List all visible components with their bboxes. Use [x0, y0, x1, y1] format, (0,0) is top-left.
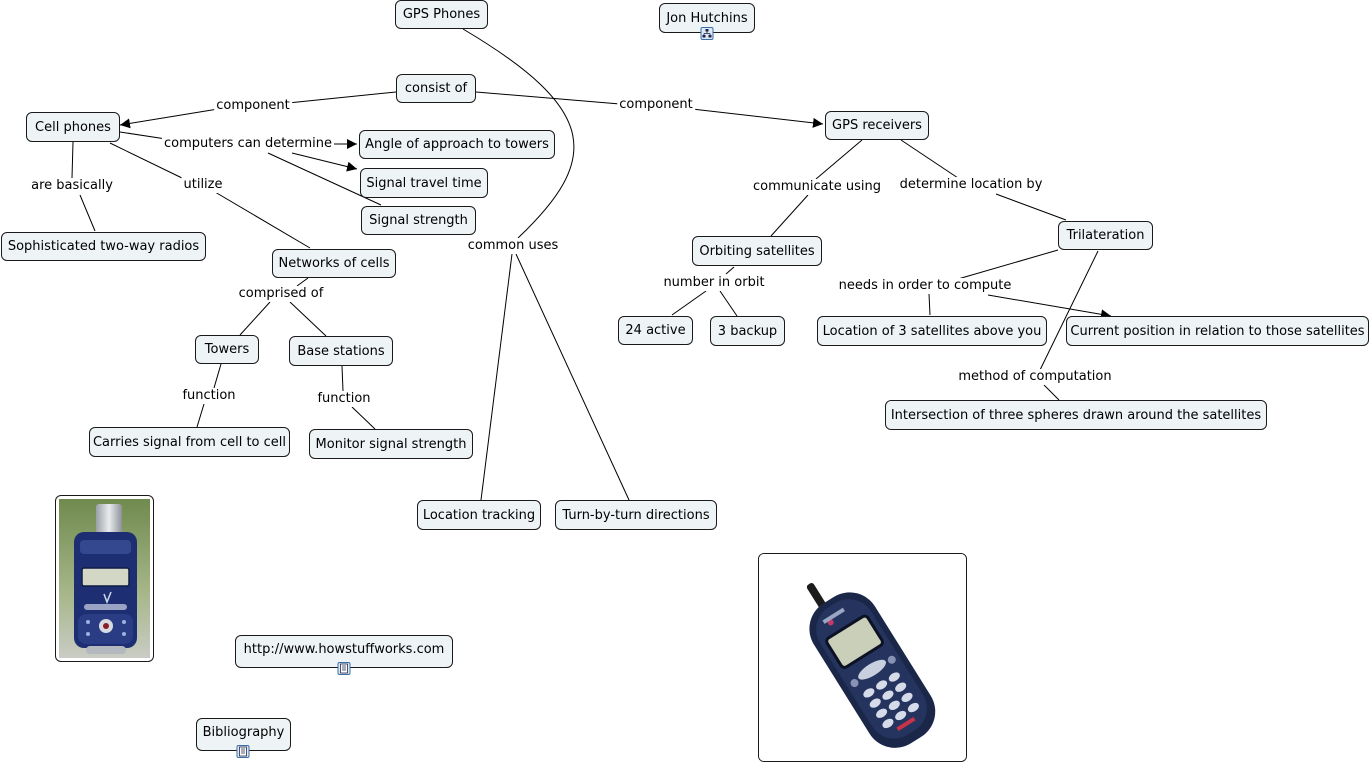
concept-24-active[interactable]: 24 active: [618, 316, 693, 345]
concept-location-tracking[interactable]: Location tracking: [417, 500, 541, 530]
link-line: [214, 191, 311, 249]
link-line: [475, 91, 621, 105]
link-arrow: [691, 108, 824, 128]
link-label-function: function: [180, 388, 238, 404]
concept-cell-phones[interactable]: Cell phones: [26, 112, 120, 142]
link-line: [287, 91, 397, 104]
concept-gps-receivers[interactable]: GPS receivers: [825, 111, 929, 140]
web-page-icon[interactable]: [337, 662, 351, 675]
link-label-needs-in-order-to-compute: needs in order to compute: [836, 278, 1014, 294]
concept-angle-of-approach[interactable]: Angle of approach to towers: [359, 130, 555, 159]
concept-networks-of-cells[interactable]: Networks of cells: [272, 249, 396, 278]
link-line: [957, 249, 1059, 280]
link-line: [725, 266, 735, 275]
concept-towers[interactable]: Towers: [195, 335, 259, 364]
link-label-communicate-using: communicate using: [751, 179, 883, 195]
link-line: [770, 194, 809, 237]
link-label-determine-location-by: determine location by: [897, 177, 1045, 193]
link-arrow: [291, 152, 358, 172]
link-line: [995, 193, 1067, 221]
nokia-phone-picture: [759, 554, 966, 761]
link-arrow: [119, 108, 219, 129]
link-label-are-basically: are basically: [29, 178, 115, 194]
link-label-common-uses: common uses: [465, 238, 561, 254]
concept-jon-hutchins[interactable]: Jon Hutchins: [659, 3, 755, 33]
link-label-method-of-computation: method of computation: [956, 369, 1114, 385]
concept-consist-of[interactable]: consist of: [396, 74, 476, 103]
link-line: [900, 139, 959, 179]
link-line: [515, 253, 630, 501]
link-line: [341, 365, 344, 392]
link-arrow: [987, 294, 1112, 320]
concept-carries-signal[interactable]: Carries signal from cell to cell: [89, 427, 290, 457]
concept-map-icon[interactable]: [700, 27, 714, 40]
concept-current-position[interactable]: Current position in relation to those sa…: [1066, 316, 1369, 346]
concept-signal-strength[interactable]: Signal strength: [361, 206, 476, 235]
link-line: [671, 290, 707, 316]
link-label-component: component: [617, 97, 695, 113]
link-line: [109, 142, 183, 179]
link-line: [1043, 384, 1060, 401]
concept-bibliography[interactable]: Bibliography: [196, 718, 291, 751]
concept-base-stations[interactable]: Base stations: [289, 336, 393, 366]
link-line: [928, 293, 931, 316]
concept-monitor-signal-strength[interactable]: Monitor signal strength: [309, 429, 473, 459]
link-line: [239, 301, 271, 336]
concept-signal-travel-time[interactable]: Signal travel time: [360, 168, 488, 198]
link-line: [1039, 250, 1099, 371]
concept-two-way-radios[interactable]: Sophisticated two-way radios: [1, 232, 206, 261]
link-line: [71, 141, 74, 179]
flip-phone-picture: [59, 499, 150, 658]
link-label-number-in-orbit: number in orbit: [661, 275, 767, 291]
concept-3-backup[interactable]: 3 backup: [710, 316, 785, 346]
link-label-function: function: [315, 391, 373, 407]
link-line: [480, 253, 513, 501]
flip-phone-image[interactable]: [55, 495, 154, 662]
link-line: [196, 403, 205, 428]
link-label-utilize: utilize: [181, 177, 225, 193]
link-label-computers-can-determine: computers can determine: [161, 136, 335, 152]
link-line: [213, 363, 222, 389]
nokia-phone-image[interactable]: [758, 553, 967, 762]
link-line: [296, 277, 309, 287]
concept-intersection-of-spheres[interactable]: Intersection of three spheres drawn arou…: [885, 400, 1267, 430]
concept-location-of-3-satellites[interactable]: Location of 3 satellites above you: [817, 316, 1047, 346]
concept-turn-by-turn[interactable]: Turn-by-turn directions: [555, 500, 717, 530]
link-line: [719, 290, 738, 317]
link-line: [462, 28, 575, 239]
document-icon[interactable]: [236, 745, 250, 758]
link-line: [351, 406, 376, 430]
concept-orbiting-satellites[interactable]: Orbiting satellites: [692, 236, 822, 266]
link-line: [79, 194, 96, 232]
link-label-component: component: [214, 98, 292, 114]
link-line: [289, 301, 327, 337]
concept-trilateration[interactable]: Trilateration: [1058, 221, 1153, 250]
link-line: [815, 139, 863, 180]
link-label-comprised-of: comprised of: [236, 286, 326, 302]
link-line: [119, 131, 167, 140]
concept-gps-phones[interactable]: GPS Phones: [395, 0, 488, 29]
